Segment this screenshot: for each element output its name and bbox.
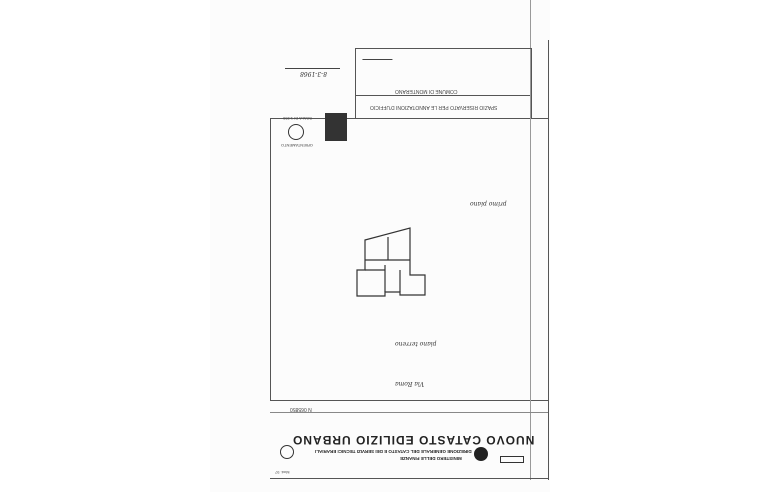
orientation-compass-icon (288, 124, 304, 140)
floor-label-top: primo piano (470, 200, 507, 207)
document-title: NUOVO CATASTO EDILIZIO URBANO (292, 433, 535, 447)
document-sheet (210, 0, 550, 492)
signature (362, 45, 398, 60)
frame-top (270, 118, 548, 119)
floor-plan (356, 227, 426, 297)
title-divider (270, 412, 548, 413)
annotation-divider (355, 95, 530, 96)
date-text: 8-3-1968 (300, 70, 327, 77)
directorate: DIREZIONE GENERALE DEL CATASTO E DEI SER… (315, 449, 472, 454)
header-bottom (270, 478, 548, 479)
margin-line (530, 0, 531, 480)
scale-label: SCALA DI 1:200 (283, 116, 313, 121)
frame-left (270, 118, 271, 400)
form-number: Mod. 97 (275, 470, 290, 475)
ministry: MINISTERO DELLE FINANZE (400, 456, 462, 461)
annotation-header: SPAZIO RISERVATO PER LE ANNOTAZIONI D'UF… (370, 104, 498, 110)
revenue-stamp (325, 113, 347, 141)
comune-label: COMUNE DI MONTERANO (395, 88, 458, 94)
form-seal (280, 445, 294, 459)
orientation-label: ORIENTAMENTO (281, 143, 313, 148)
frame-bottom (270, 400, 548, 401)
frame-right (548, 40, 549, 480)
floor-label: piano terreno (395, 340, 437, 347)
street-label: Via Roma (395, 380, 425, 387)
annotation-box (355, 48, 532, 119)
stamp-box (500, 456, 524, 463)
emblem-icon (474, 447, 488, 461)
floor-plan-outline (356, 227, 426, 297)
signature-2 (285, 60, 340, 69)
